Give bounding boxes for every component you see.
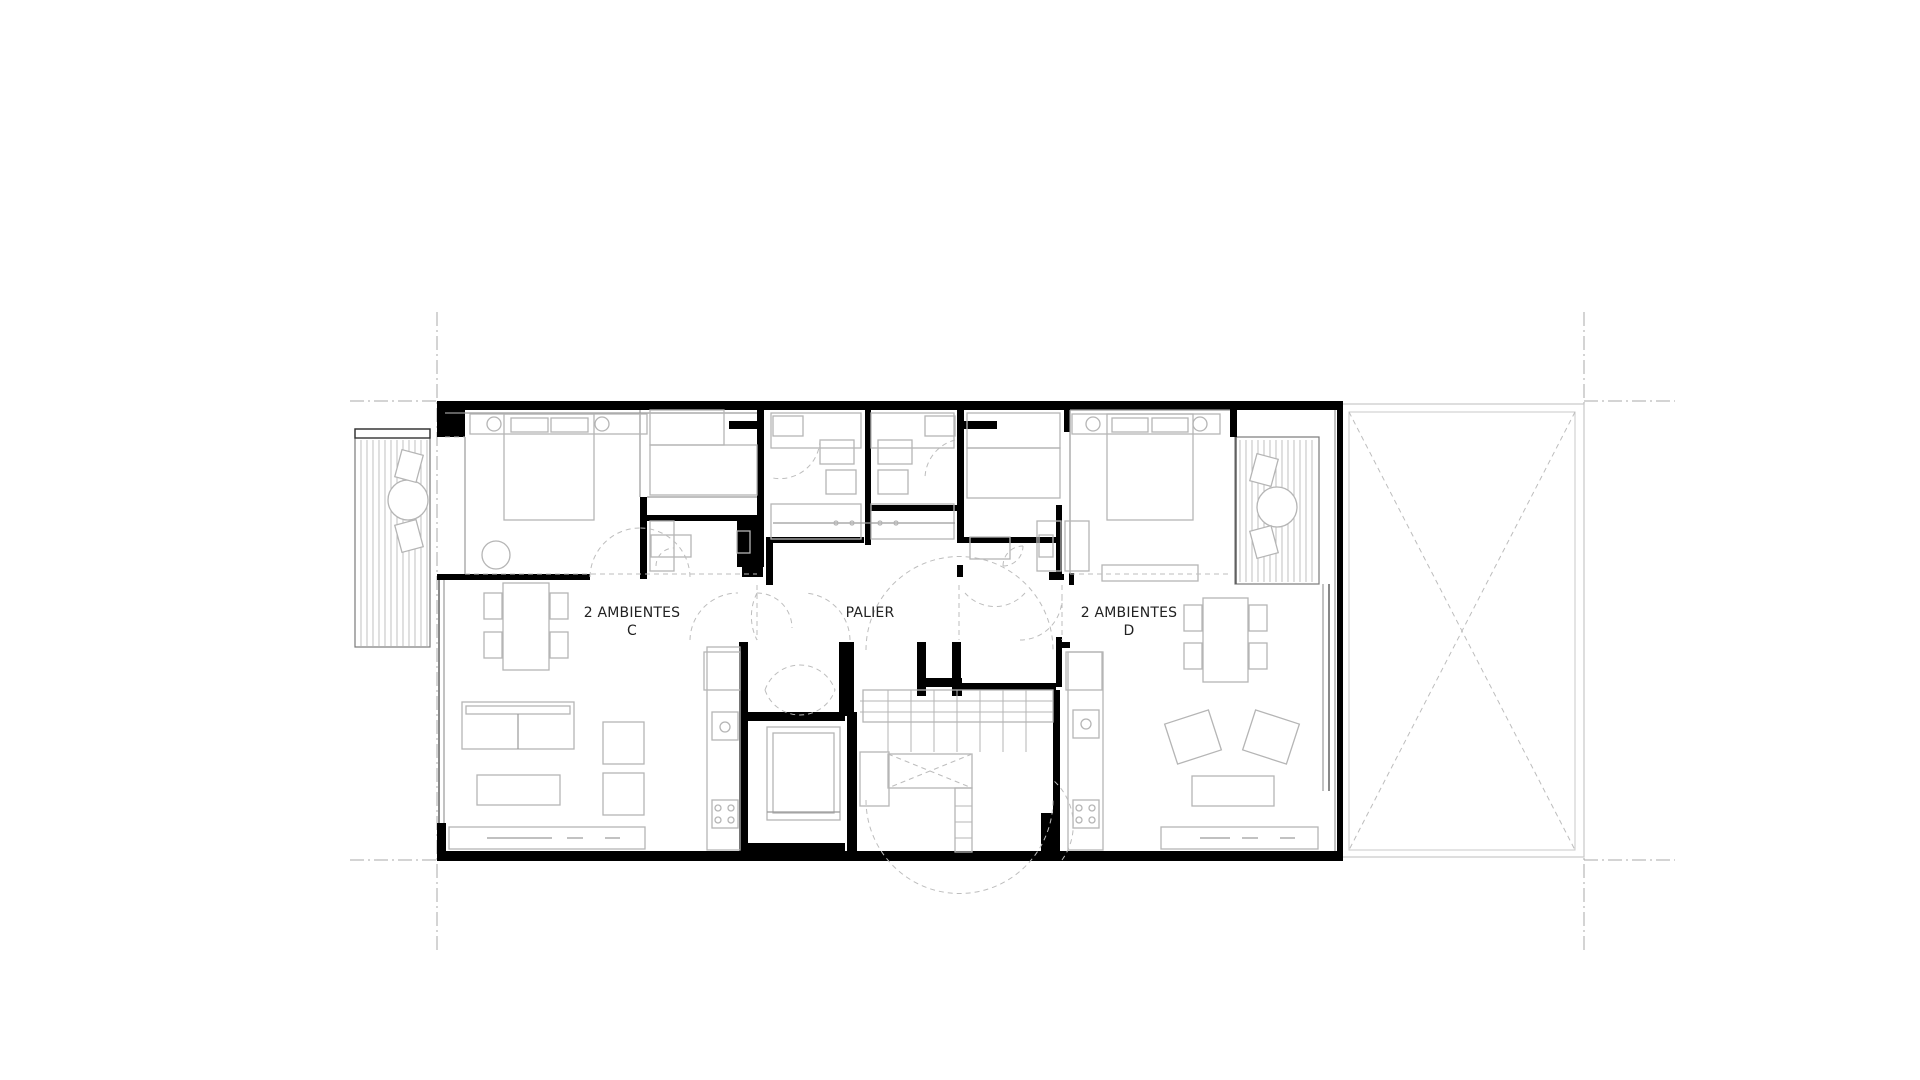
door-swings xyxy=(589,439,1074,894)
balcony-right xyxy=(1234,436,1320,585)
unit-d-label-line2: D xyxy=(1123,623,1135,639)
balcony-left xyxy=(354,428,431,648)
kitchen-c xyxy=(703,646,741,851)
core xyxy=(766,689,1054,853)
bathrooms xyxy=(650,415,1054,560)
unit-c-label-line1: 2 AMBIENTES xyxy=(583,605,681,621)
unit-c-label-line2: C xyxy=(627,623,637,639)
unit-d-label-line1: 2 AMBIENTES xyxy=(1080,605,1178,621)
living-c xyxy=(448,582,646,850)
landing-label: PALIER xyxy=(820,604,920,622)
bed-c xyxy=(469,413,648,570)
unit-c-label: 2 AMBIENTES C xyxy=(572,604,692,640)
walls xyxy=(437,401,1343,861)
zone-lines xyxy=(445,436,1230,640)
patio-right xyxy=(1340,403,1585,858)
living-d xyxy=(1160,597,1319,850)
glazing xyxy=(438,404,1336,857)
unit-d-label: 2 AMBIENTES D xyxy=(1069,604,1189,640)
landing-label-text: PALIER xyxy=(845,605,895,621)
bed-d xyxy=(1071,413,1221,582)
kitchen-d xyxy=(1065,651,1104,851)
partitions xyxy=(445,409,1230,574)
